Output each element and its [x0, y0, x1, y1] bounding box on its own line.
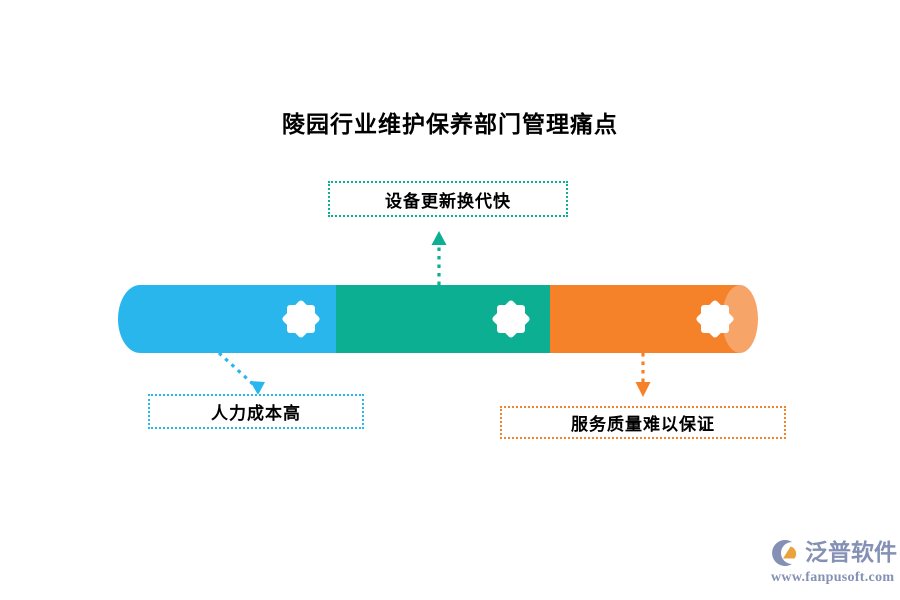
callout-label-left: 人力成本高 [211, 404, 301, 424]
logo-brand-name: 泛普软件 [805, 540, 897, 566]
connector-orange-down [635, 353, 651, 397]
callout-label-right: 服务质量难以保证 [571, 415, 715, 435]
callout-box-service-quality[interactable]: 服务质量难以保证 [500, 406, 786, 439]
cylinder-segment-blue[interactable] [118, 285, 336, 353]
logo-row: 泛普软件 [770, 538, 897, 568]
cylinder-segment-green[interactable] [315, 285, 550, 353]
page-title: 陵园行业维护保养部门管理痛点 [282, 112, 618, 138]
logo-url: www.fanpusoft.com [771, 570, 895, 585]
cylinder-graphic [118, 285, 758, 353]
connector-green-up [431, 231, 447, 285]
fanpu-logo-mark-icon [772, 540, 797, 566]
callout-label-top: 设备更新换代快 [385, 191, 511, 212]
cylinder-segment-orange[interactable] [530, 285, 758, 353]
brand-logo[interactable]: 泛普软件 www.fanpusoft.com [770, 538, 897, 590]
callout-box-equipment-upgrade[interactable]: 设备更新换代快 [328, 181, 568, 217]
connector-blue-down [217, 351, 265, 395]
segmented-cylinder [118, 285, 762, 353]
callout-box-labor-cost[interactable]: 人力成本高 [148, 394, 364, 429]
